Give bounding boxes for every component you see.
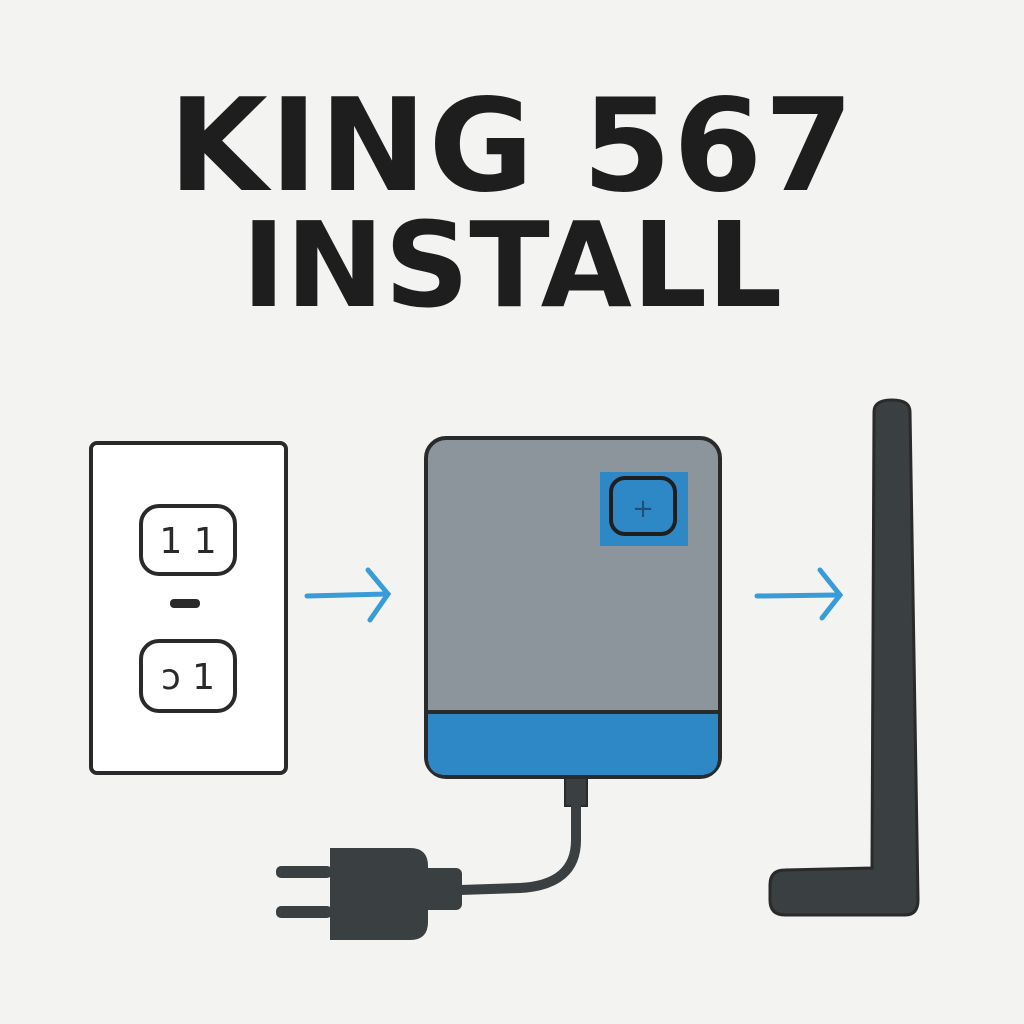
arrow-right-icon [304,567,392,623]
power-plug-icon [276,777,588,940]
router-device-icon: + [424,436,722,779]
top-socket [139,504,237,576]
top-socket-slots: 1 1 [159,521,216,562]
wall-outlet-icon: 1 1 ɔ 1 [89,441,288,775]
title-line-1: KING 567 [168,72,856,221]
bottom-socket-slots: ɔ 1 [161,657,215,698]
bottom-socket [139,639,237,713]
arrow-right-icon [754,567,844,621]
power-button: + [600,472,688,546]
plus-icon: + [632,494,654,524]
title-line-2: INSTALL [241,196,783,334]
ground-hole [170,599,200,608]
antenna-icon [768,398,920,917]
